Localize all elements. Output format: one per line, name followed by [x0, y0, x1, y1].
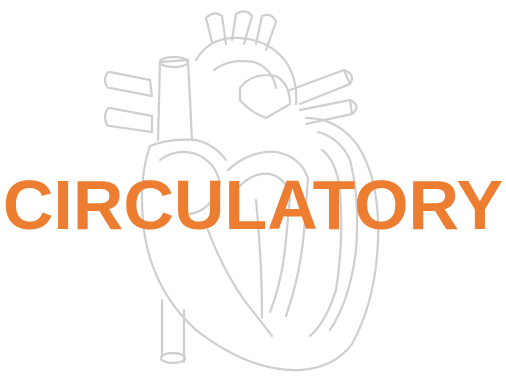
page-title: CIRCULATORY [0, 160, 506, 250]
